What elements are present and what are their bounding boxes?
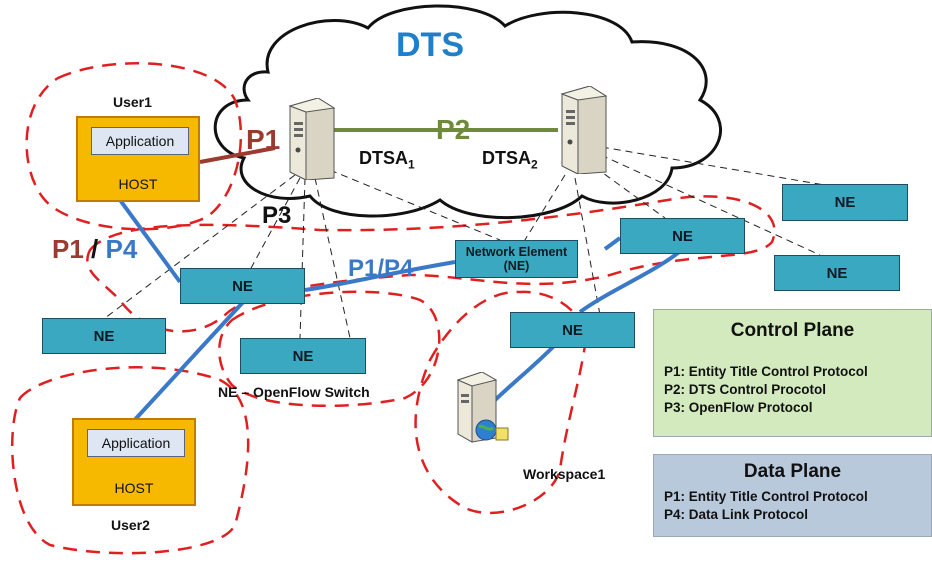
p1-top-label: P1 [246,124,281,155]
ne-left: NE [180,268,305,304]
network-element-label: Network Element (NE) [465,245,568,273]
dtsa2-label: DTSA2 [482,148,538,172]
openflow-region [218,290,441,408]
workspace-caption: Workspace1 [523,466,606,482]
user1-application: Application [91,127,189,155]
user1-host-label: HOST [118,176,158,192]
data-plane-panel: Data Plane P1: Entity Title Control Prot… [653,454,932,537]
ne-backbone-region [86,195,776,333]
ne-center-right: NE [620,218,745,254]
user1-region [25,62,243,231]
user2-host: Application HOST [72,418,196,506]
ne-openflow-switch: NE [240,338,366,374]
dtsa1-label: DTSA1 [359,148,415,172]
workspace-region [414,290,587,515]
data-plane-item: P1: Entity Title Control Protocol [664,489,868,504]
data-link-lines [118,198,687,427]
control-plane-panel: Control Plane P1: Entity Title Control P… [653,309,932,437]
ne-far-left: NE [42,318,166,354]
workspace-server-icon [456,372,509,443]
p1p4-mid-label: P1/P4 [348,255,414,282]
openflow-links-dtsa1 [104,169,501,339]
p3-label: P3 [262,202,292,229]
ne-workspace: NE [510,312,635,348]
user2-label: User2 [111,517,150,533]
user2-host-label: HOST [114,480,154,496]
user1-host: Application HOST [76,116,200,202]
dtsa2-server-icon [560,86,608,174]
control-plane-item: P3: OpenFlow Protocol [664,400,813,415]
ne-top-right: NE [782,184,908,221]
dtsa1-server-icon [288,98,336,180]
control-plane-item: P1: Entity Title Control Protocol [664,364,868,379]
control-plane-item: P2: DTS Control Procotol [664,382,826,397]
ne-right: NE [774,255,900,291]
user2-region [11,366,250,555]
p2-label: P2 [436,114,471,145]
user2-application: Application [87,429,185,457]
data-plane-title: Data Plane [743,461,842,482]
control-plane-title: Control Plane [730,320,855,341]
data-plane-item: P4: Data Link Protocol [664,507,809,522]
user1-label: User1 [113,94,152,110]
network-element-box: Network Element (NE) [455,240,578,278]
p1-p4-left-label: P1 / P4 [52,234,138,264]
p1-link [199,146,276,164]
dts-title: DTS [396,26,464,64]
openflow-caption: NE – OpenFlow Switch [218,384,370,400]
